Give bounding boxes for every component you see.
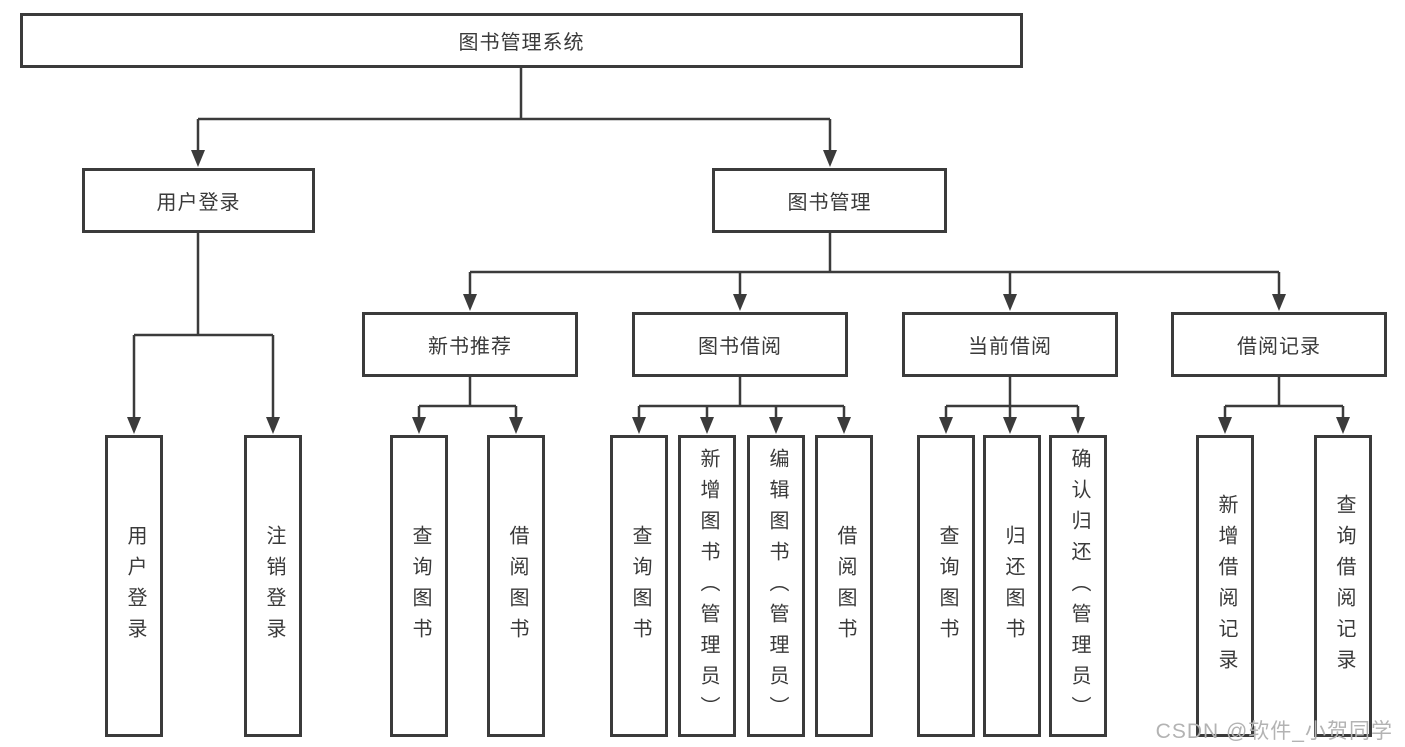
connector-bookmgmt-to-level3 [468,233,1281,298]
arrow-icon [412,417,426,434]
node-new-book-recommend: 新书推荐 [362,312,578,377]
leaf-query-books-current: 查询图书 [917,435,975,737]
arrow-icon [266,417,280,434]
leaf-add-books-admin: 新增图书（管理员） [678,435,736,737]
arrow-icon [191,150,205,167]
arrow-icon [632,417,646,434]
connector-newbook-to-leaves [417,377,518,421]
connector-root-to-level2 [196,68,832,153]
arrow-icon [1272,294,1286,311]
node-book-borrowing: 图书借阅 [632,312,848,377]
csdn-watermark: CSDN @软件_小贺同学 [1155,720,1393,743]
arrow-icon [700,417,714,434]
connector-userlogin-to-leaves [132,233,275,420]
node-book-management-branch: 图书管理 [712,168,947,233]
arrow-icon [769,417,783,434]
leaf-query-books-borrowing: 查询图书 [610,435,668,737]
leaf-edit-books-admin: 编辑图书（管理员） [747,435,805,737]
arrow-icon [509,417,523,434]
arrow-icon [939,417,953,434]
leaf-query-borrow-record: 查询借阅记录 [1314,435,1372,737]
arrowheads [127,150,1350,434]
leaf-add-borrow-record: 新增借阅记录 [1196,435,1254,737]
leaf-user-login: 用户登录 [105,435,163,737]
node-borrowing-records: 借阅记录 [1171,312,1387,377]
leaf-borrow-books-recommend: 借阅图书 [487,435,545,737]
arrow-icon [1071,417,1085,434]
arrow-icon [837,417,851,434]
node-current-borrowing: 当前借阅 [902,312,1118,377]
arrow-icon [1218,417,1232,434]
connector-current-to-leaves [944,377,1080,421]
leaf-return-books: 归还图书 [983,435,1041,737]
arrow-icon [1003,294,1017,311]
leaf-logout: 注销登录 [244,435,302,737]
arrow-icon [463,294,477,311]
node-user-login-branch: 用户登录 [82,168,315,233]
arrow-icon [1336,417,1350,434]
leaf-confirm-return-admin: 确认归还（管理员） [1049,435,1107,737]
connector-borrowing-to-leaves [637,377,846,421]
arrow-icon [823,150,837,167]
arrow-icon [127,417,141,434]
leaf-query-books-recommend: 查询图书 [390,435,448,737]
arrow-icon [733,294,747,311]
node-system-root: 图书管理系统 [20,13,1023,68]
leaf-borrow-books: 借阅图书 [815,435,873,737]
connector-records-to-leaves [1223,377,1345,421]
arrow-icon [1003,417,1017,434]
